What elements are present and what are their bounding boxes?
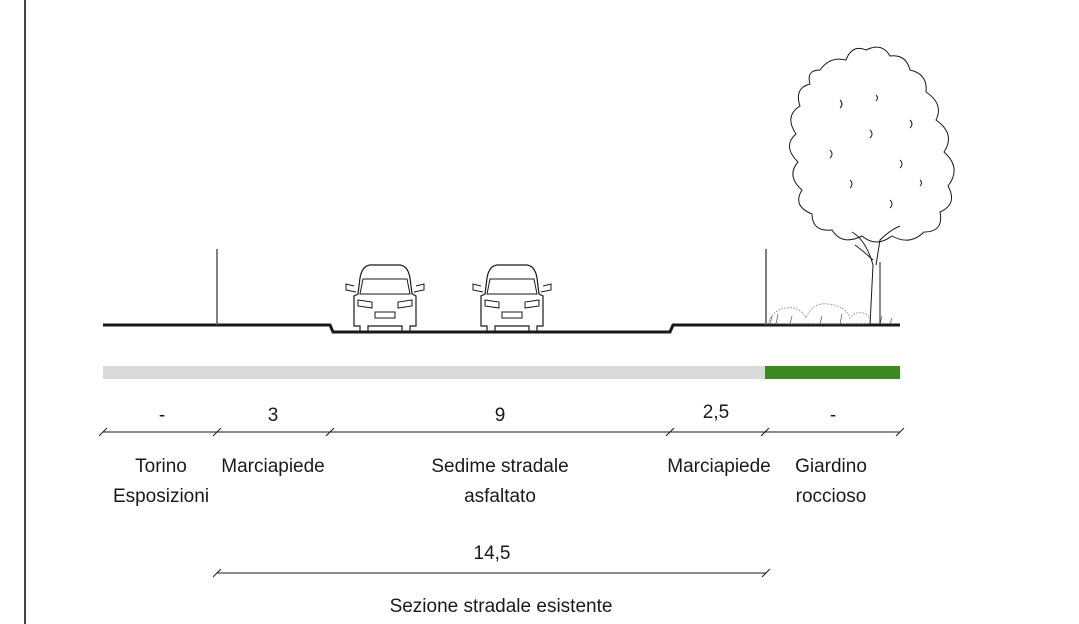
segment-name: Torino: [135, 456, 187, 477]
segment-name: roccioso: [796, 486, 867, 507]
total-tick: [212, 568, 222, 578]
segment-dimension: -: [830, 405, 836, 426]
section-title: Sezione stradale esistente: [390, 596, 613, 617]
segment-name: asfaltato: [464, 486, 536, 507]
dimension-ticks: [98, 427, 905, 437]
shrub-icon: [767, 303, 893, 325]
paved-band: [103, 366, 765, 379]
segment-dimension: -: [159, 405, 165, 426]
total-tick: [761, 568, 771, 578]
segment-dimension: 9: [495, 405, 506, 426]
segment-name: Sedime stradale: [431, 456, 568, 477]
segment-dimension: 2,5: [703, 402, 729, 423]
segment-name: Marciapiede: [667, 456, 771, 477]
segment-name: Giardino: [795, 456, 867, 477]
tree-icon: [789, 46, 955, 326]
segment-name: Marciapiede: [221, 456, 325, 477]
car-icon: [345, 264, 425, 333]
road-profile: [103, 323, 900, 334]
segment-name: Esposizioni: [113, 486, 209, 507]
total-width: 14,5: [474, 543, 511, 564]
car-icon: [472, 264, 552, 333]
segment-dimension: 3: [268, 405, 279, 426]
green-band: [765, 366, 900, 379]
